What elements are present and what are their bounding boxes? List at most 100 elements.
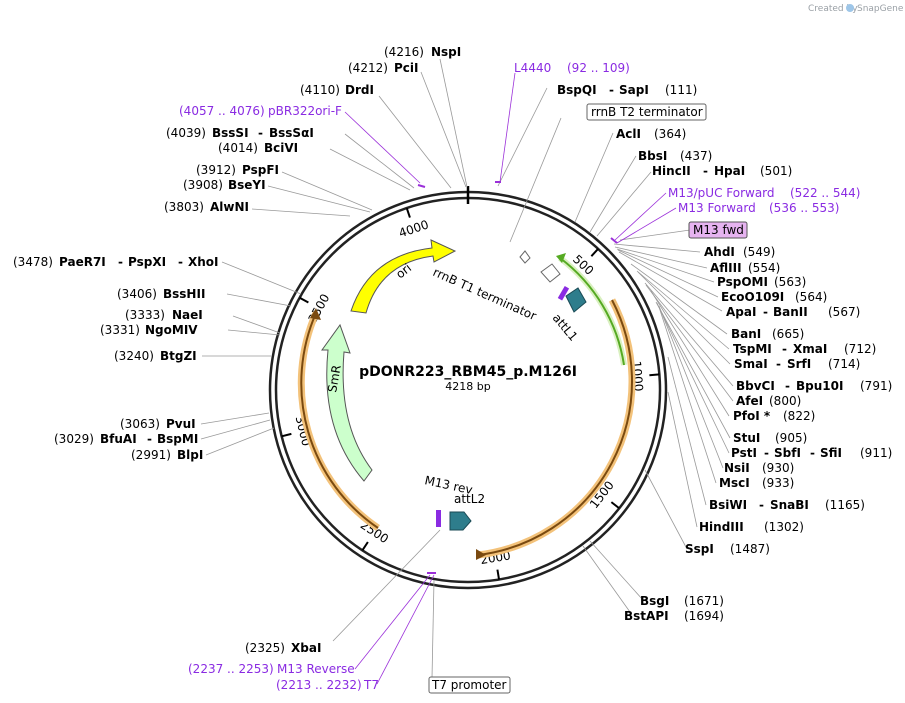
site-ahdi[interactable]: AhdI — [704, 245, 735, 259]
site-bpu10i[interactable]: Bpu10I — [796, 379, 843, 393]
site-xhoi[interactable]: XhoI — [188, 255, 219, 269]
site-bsssai[interactable]: BssSαI — [269, 126, 314, 140]
site-bsssi[interactable]: BssSI — [212, 126, 249, 140]
site-hindiii[interactable]: HindIII — [699, 520, 744, 534]
site-aflii[interactable]: AflIII — [710, 261, 742, 275]
site-srfi[interactable]: SrfI — [787, 357, 811, 371]
site-pspfi[interactable]: PspFI — [242, 163, 279, 177]
site-psti[interactable]: PstI — [731, 446, 757, 460]
site-hincii[interactable]: HincII — [652, 164, 691, 178]
site-sfii[interactable]: SfiI — [820, 446, 842, 460]
primer-m13r[interactable]: M13 Reverse — [277, 662, 355, 676]
site-bsgi[interactable]: BsgI — [640, 594, 669, 608]
site-pspomi[interactable]: PspOMI — [717, 275, 768, 289]
primer-m13f[interactable]: M13 Forward — [678, 201, 756, 215]
site-pos-ahdi: (549) — [743, 245, 775, 259]
site-bbsi[interactable]: BbsI — [638, 149, 667, 163]
feature-box-m13fwd[interactable]: M13 fwd — [688, 221, 748, 239]
site-banii[interactable]: BanII — [773, 305, 808, 319]
site-bbvci[interactable]: BbvCI — [736, 379, 775, 393]
site-pos-btgzi: (3240) — [114, 349, 154, 363]
attl2-arrow — [449, 511, 472, 531]
feature-box-t7-promoter[interactable]: T7 promoter — [428, 676, 511, 694]
site-msci[interactable]: MscI — [719, 476, 750, 490]
site-pos-naei: (3333) — [125, 308, 165, 322]
ruler-tick — [281, 432, 292, 438]
rrnb-t2-label: rrnB T2 terminator — [591, 105, 703, 119]
site-acli[interactable]: AclI — [616, 127, 641, 141]
site-pos-bfuai: (3029) — [54, 432, 94, 446]
site-apai[interactable]: ApaI — [726, 305, 756, 319]
site-pos-xbai: (2325) — [245, 641, 285, 655]
rrnb-t1-label: rrnB T1 terminator — [431, 265, 539, 323]
site-pvui[interactable]: PvuI — [166, 417, 196, 431]
credit-text: Created by — [808, 4, 858, 14]
site-sapi[interactable]: SapI — [619, 83, 649, 97]
site-pos-alwni: (3803) — [164, 200, 204, 214]
ruler-tick — [299, 296, 309, 304]
site-bsiwi[interactable]: BsiWI — [709, 498, 747, 512]
site-snabi[interactable]: SnaBI — [770, 498, 809, 512]
site-sbfi[interactable]: SbfI — [774, 446, 801, 460]
ruler-label: 4000 — [397, 217, 430, 240]
site-sspi[interactable]: SspI — [685, 542, 714, 556]
primer-l4440[interactable]: L4440 — [514, 61, 551, 75]
site-afei[interactable]: AfeI — [736, 394, 763, 408]
separator: - — [764, 446, 769, 460]
site-pos-bsiwi: (1165) — [825, 498, 865, 512]
site-bcivi[interactable]: BciVI — [264, 141, 298, 155]
site-bstapi[interactable]: BstAPI — [624, 609, 669, 623]
site-bspmi[interactable]: BspMI — [157, 432, 198, 446]
site-pos-bcivi: (4014) — [218, 141, 258, 155]
primer-m13puc[interactable]: M13/pUC Forward — [668, 186, 775, 200]
site-pspxi[interactable]: PspXI — [128, 255, 166, 269]
smr-label: SmR — [325, 364, 344, 394]
site-nsii[interactable]: NsiI — [724, 461, 750, 475]
site-bseyi[interactable]: BseYI — [228, 178, 266, 192]
orf-arc-right — [477, 299, 633, 556]
site-paer7i[interactable]: PaeR7I — [59, 255, 106, 269]
attl2-label: attL2 — [454, 492, 485, 506]
site-hpai[interactable]: HpaI — [714, 164, 745, 178]
site-bsshii[interactable]: BssHII — [163, 287, 205, 301]
primer-pbr322[interactable]: pBR322ori-F — [268, 104, 342, 118]
site-bspqi[interactable]: BspQI — [557, 83, 597, 97]
separator: - — [118, 255, 123, 269]
snapgene-logo — [846, 4, 854, 12]
site-drdi[interactable]: DrdI — [345, 83, 374, 97]
site-xbai[interactable]: XbaI — [291, 641, 321, 655]
site-bfuai[interactable]: BfuAI — [100, 432, 137, 446]
site-pfoi[interactable]: PfoI * — [733, 409, 771, 423]
primer-t7[interactable]: T7 — [363, 678, 379, 692]
site-bani[interactable]: BanI — [731, 327, 761, 341]
site-blpi[interactable]: BlpI — [177, 448, 203, 462]
feature-box-rrnb-t2[interactable]: rrnB T2 terminator — [586, 103, 707, 121]
ruler-tick — [590, 248, 599, 257]
site-stui[interactable]: StuI — [733, 431, 760, 445]
separator: - — [258, 126, 263, 140]
site-xmai[interactable]: XmaI — [793, 342, 827, 356]
site-eco[interactable]: EcoO109I — [721, 290, 784, 304]
site-tspmi[interactable]: TspMI — [733, 342, 772, 356]
m13fwd-label: M13 fwd — [693, 223, 744, 237]
site-ngomiv[interactable]: NgoMIV — [145, 323, 198, 337]
site-pos-paer7i: (3478) — [13, 255, 53, 269]
site-smai[interactable]: SmaI — [734, 357, 768, 371]
orf-arc-right-halo — [477, 298, 636, 559]
site-pos-smai: (714) — [828, 357, 860, 371]
site-pos-drdi: (4110) — [300, 83, 340, 97]
ruler-tick — [610, 501, 620, 510]
site-pcii[interactable]: PciI — [394, 61, 419, 75]
ori-arrow — [350, 239, 457, 314]
site-alwni[interactable]: AlwNI — [210, 200, 249, 214]
insert-arc-head — [556, 253, 566, 263]
primer-pos-m13puc: (522 .. 544) — [790, 186, 860, 200]
separator: - — [759, 498, 764, 512]
primer-marks — [417, 181, 618, 574]
ruler-tick — [496, 569, 501, 580]
site-nspi[interactable]: NspI — [431, 45, 461, 59]
attl1-primer-mark — [557, 285, 570, 301]
site-naei[interactable]: NaeI — [172, 308, 203, 322]
site-btgzi[interactable]: BtgZI — [160, 349, 197, 363]
